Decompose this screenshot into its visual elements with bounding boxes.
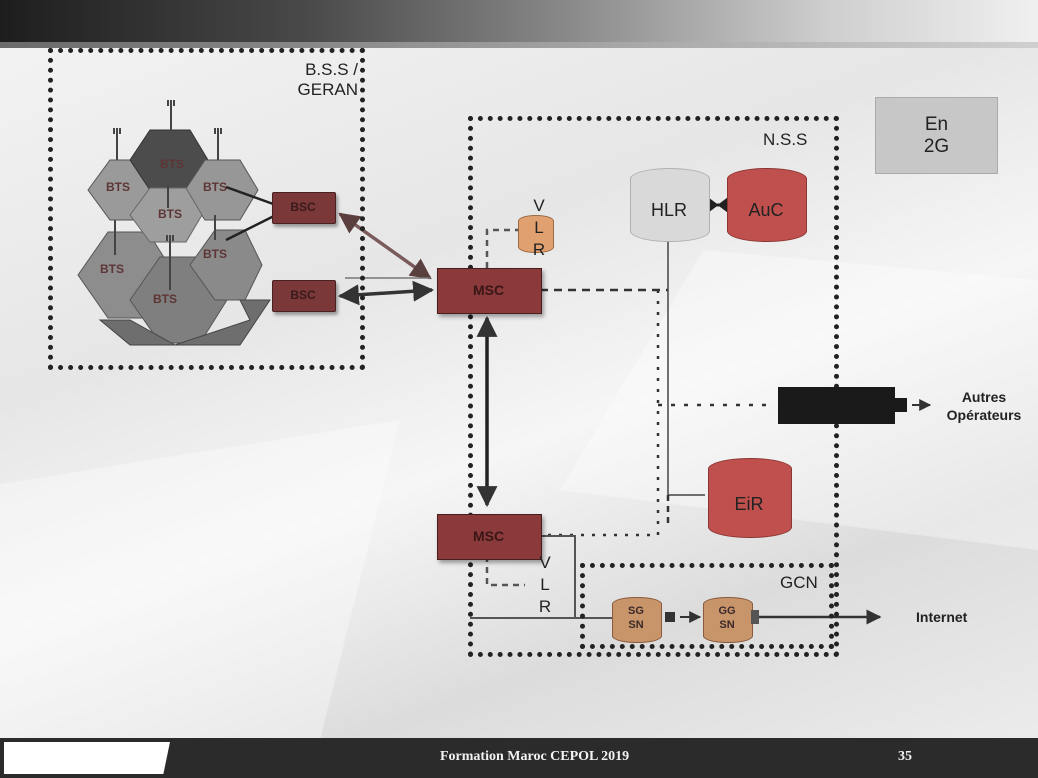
- sgsn-label-bottom: SN: [628, 619, 644, 631]
- hlr-database: [630, 168, 710, 242]
- vlr-letter: R: [532, 240, 546, 259]
- gateway-link: [895, 398, 932, 412]
- slide-footer: Formation Maroc CEPOL 2019 35: [0, 738, 1038, 778]
- data-path-lines: [470, 535, 612, 619]
- vlr-database: [518, 215, 554, 253]
- sgsn-label-top: SG: [628, 605, 644, 617]
- generation-badge: En 2G: [875, 97, 998, 174]
- bsc-node: [272, 192, 336, 224]
- bss-label-line2: GERAN: [297, 80, 358, 99]
- other-operators-label: Autres Opérateurs: [932, 388, 1036, 424]
- bts-label: BTS: [203, 180, 227, 194]
- auc-label: AuC: [748, 200, 784, 220]
- gateway-node: [778, 387, 895, 424]
- sgsn-node: [612, 597, 662, 643]
- internet-label: Internet: [916, 609, 968, 625]
- eir-label: EiR: [734, 494, 764, 514]
- bts-label: BTS: [100, 262, 124, 276]
- msc-label: MSC: [472, 528, 505, 544]
- vlr-letter: L: [540, 575, 550, 594]
- ggsn-node: [703, 597, 753, 643]
- msc-node: [437, 268, 542, 314]
- sgsn-label: SG SN: [612, 604, 660, 632]
- bts-antennas: [113, 100, 222, 290]
- vlr-letter: V: [533, 196, 545, 215]
- gcn-label: GCN: [780, 573, 818, 592]
- msc-label: MSC: [472, 282, 505, 298]
- bts-label: BTS: [158, 207, 182, 221]
- gsn-links: [665, 609, 882, 625]
- hlr-label: HLR: [650, 200, 687, 220]
- vlr-letters: V L R: [538, 552, 552, 618]
- bsc-msc-arrows: [337, 212, 435, 306]
- ggsn-port: [751, 610, 759, 624]
- vlr-letter: R: [538, 597, 552, 616]
- bts-label: BTS: [160, 157, 184, 171]
- vlr-letter: V: [539, 553, 551, 572]
- auc-database: [727, 168, 807, 242]
- other-operators-line1: Autres: [961, 389, 1007, 405]
- bsc-label: BSC: [290, 288, 316, 302]
- bsc-label: BSC: [290, 200, 316, 214]
- msc-node: [437, 514, 542, 560]
- footer-title: Formation Maroc CEPOL 2019: [440, 749, 630, 764]
- vlr-letter: L: [534, 218, 544, 237]
- bts-cluster: [77, 129, 271, 346]
- nss-region: [468, 116, 839, 657]
- ggsn-label: GG SN: [703, 604, 751, 632]
- footer-logo: [4, 742, 170, 774]
- bts-bsc-links: [225, 185, 277, 242]
- bss-label-line1: B.S.S /: [305, 60, 358, 79]
- ggsn-label-top: GG: [718, 605, 736, 617]
- bsc-node: [272, 280, 336, 312]
- bts-label: BTS: [106, 180, 130, 194]
- ggsn-label-bottom: SN: [719, 619, 735, 631]
- title-band: [0, 0, 1038, 48]
- bts-label: BTS: [153, 292, 177, 306]
- msc-vlr-links: [485, 228, 525, 587]
- other-operators-line2: Opérateurs: [946, 407, 1022, 423]
- gcn-region: [580, 563, 834, 649]
- bss-geran-region: [48, 48, 365, 370]
- bss-label: B.S.S / GERAN: [262, 60, 358, 100]
- page-number: 35: [898, 749, 912, 764]
- eir-database: [708, 458, 792, 538]
- nss-signalling-links: [540, 240, 775, 537]
- nss-label: N.S.S: [763, 130, 808, 149]
- vlr-letters: V L R: [532, 195, 546, 261]
- bts-label: BTS: [203, 247, 227, 261]
